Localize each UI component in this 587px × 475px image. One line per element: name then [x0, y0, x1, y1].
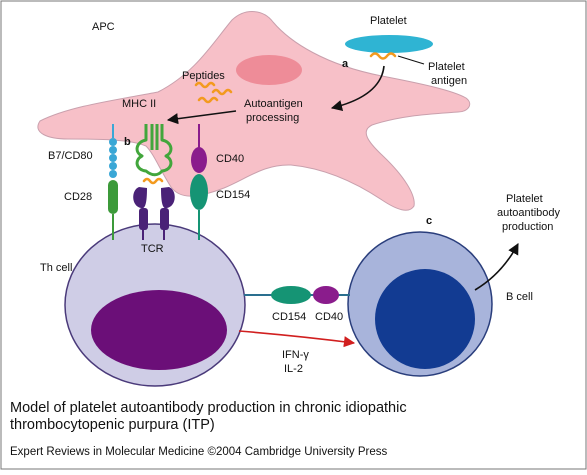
b-cell-label: B cell: [506, 291, 533, 303]
credit-line: Expert Reviews in Molecular Medicine ©20…: [10, 446, 388, 458]
output-label-1: Platelet: [506, 193, 543, 205]
platelet-antigen-icon: [369, 52, 397, 60]
tcr-chain: [160, 208, 169, 230]
autoantigen-label-1: Autoantigen: [244, 98, 303, 110]
step-b-label: b: [124, 136, 131, 148]
cd40-receptor-mid: [313, 286, 339, 304]
b7-bead: [109, 146, 117, 154]
cd40-top-label: CD40: [216, 153, 244, 165]
autoantigen-label-2: processing: [246, 112, 299, 124]
platelet-antigen-label-2: antigen: [431, 75, 467, 87]
output-label-3: production: [502, 221, 553, 233]
tcr-chain: [139, 208, 148, 230]
b7-bead: [109, 170, 117, 178]
th-nucleus: [91, 290, 227, 370]
tcr-chain: [161, 187, 175, 209]
cd154-ligand-mid: [271, 286, 311, 304]
apc-nucleus: [236, 55, 302, 85]
tcr-label: TCR: [141, 243, 164, 255]
platelet-antigen-label-1: Platelet: [428, 61, 465, 73]
b-nucleus: [375, 269, 475, 369]
mhc2-molecule: [135, 124, 173, 177]
peptide-icon: [211, 88, 233, 96]
output-label-2: autoantibody: [497, 207, 560, 219]
cd154-mid-label: CD154: [272, 311, 306, 323]
b7-bead: [109, 138, 117, 146]
platelet: [345, 35, 433, 53]
peptides-label: Peptides: [182, 70, 225, 82]
peptide-icon: [194, 81, 216, 89]
step-c-label: c: [426, 215, 432, 227]
cytokine-arrow: [238, 330, 356, 348]
apc-cell: [37, 11, 471, 211]
mhc2-label: MHC II: [122, 98, 156, 110]
cd28-label: CD28: [64, 191, 92, 203]
caption-line-1: Model of platelet autoantibody productio…: [10, 400, 407, 416]
apc-label: APC: [92, 21, 115, 33]
b7cd80-label: B7/CD80: [48, 150, 93, 162]
arrow-processing-to-mhc: [166, 110, 237, 125]
arrow-platelet-to-processing: [330, 65, 385, 112]
caption-line-2: thrombocytopenic purpura (ITP): [10, 417, 215, 433]
b7-bead: [109, 154, 117, 162]
b7-bead: [109, 162, 117, 170]
cd40-mid-label: CD40: [315, 311, 343, 323]
antigen-pointer-line: [397, 55, 425, 65]
bound-peptide-icon: [142, 177, 164, 185]
step-a-label: a: [342, 58, 349, 70]
tcr-chain: [133, 187, 147, 209]
cd154-top-label: CD154: [216, 189, 250, 201]
cd40-receptor: [191, 147, 207, 173]
th-cell-label: Th cell: [40, 262, 72, 274]
cd154-ligand: [190, 174, 208, 210]
peptide-icon: [197, 96, 219, 104]
cytokine-label-1: IFN-γ: [282, 349, 309, 361]
cd28-receptor: [108, 180, 118, 214]
cytokine-label-2: IL-2: [284, 363, 303, 375]
platelet-label: Platelet: [370, 15, 407, 27]
antibody-output-arrow: [474, 243, 519, 291]
